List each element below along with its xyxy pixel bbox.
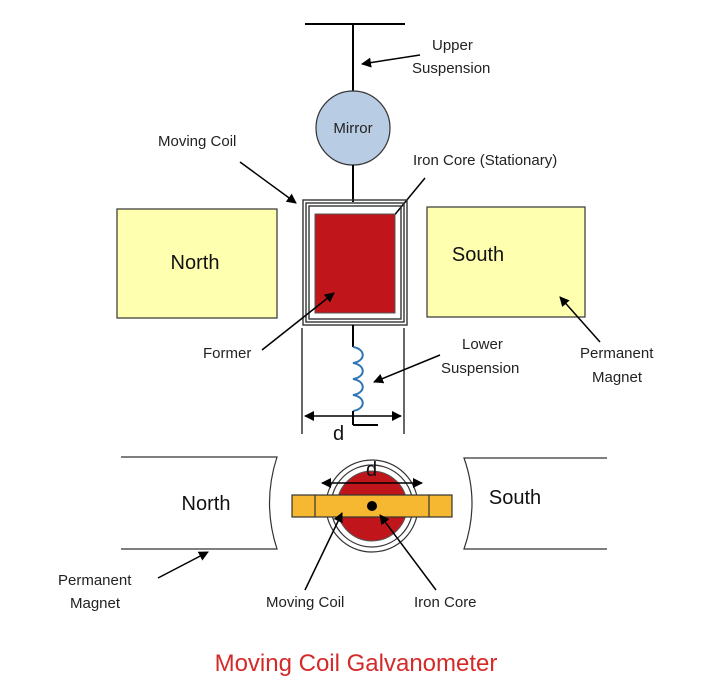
pivot-dot xyxy=(367,501,377,511)
permanent-magnet-arrow-left xyxy=(157,551,209,579)
diagram-title: Moving Coil Galvanometer xyxy=(215,650,498,677)
south-label-top: South xyxy=(452,244,504,266)
upper-suspension-arrow xyxy=(361,54,421,68)
iron-core-label-bottom: Iron Core xyxy=(414,594,477,611)
lower-suspension-arrow xyxy=(373,354,441,384)
north-label-top: North xyxy=(171,252,220,274)
upper-suspension-label-2: Suspension xyxy=(412,60,490,77)
moving-coil-arrow-bottom xyxy=(304,512,343,591)
upper-suspension-label-1: Upper xyxy=(432,37,473,54)
lower-suspension-label-2: Suspension xyxy=(441,360,519,377)
moving-coil-label-top: Moving Coil xyxy=(158,133,236,150)
south-label-bottom: South xyxy=(489,487,541,509)
iron-core-arrow-bottom xyxy=(379,514,437,591)
north-label-bottom: North xyxy=(182,493,231,515)
north-magnet-top xyxy=(116,208,278,319)
lower-suspension-spring xyxy=(352,346,364,412)
dimension-d-label-top: d xyxy=(333,423,344,445)
moving-coil-arrow-top xyxy=(239,161,297,204)
permanent-magnet-label-left-2: Magnet xyxy=(70,595,121,612)
north-magnet-bottom xyxy=(121,456,278,550)
permanent-magnet-label-left-1: Permanent xyxy=(58,572,132,589)
lower-suspension-label-1: Lower xyxy=(462,336,503,353)
former-label: Former xyxy=(203,345,251,362)
mirror-label: Mirror xyxy=(333,120,372,137)
dimension-d-label-bottom: d xyxy=(366,459,377,481)
former-arrow xyxy=(261,292,335,351)
permanent-magnet-label-right-1: Permanent xyxy=(580,345,654,362)
south-magnet-bottom xyxy=(463,457,607,550)
iron-core-stationary-label: Iron Core (Stationary) xyxy=(413,152,557,169)
south-magnet-top xyxy=(426,206,586,318)
permanent-magnet-arrow-right xyxy=(559,296,601,343)
permanent-magnet-label-right-2: Magnet xyxy=(592,369,643,386)
moving-coil-frame xyxy=(302,199,408,326)
moving-coil-label-bottom: Moving Coil xyxy=(266,594,344,611)
